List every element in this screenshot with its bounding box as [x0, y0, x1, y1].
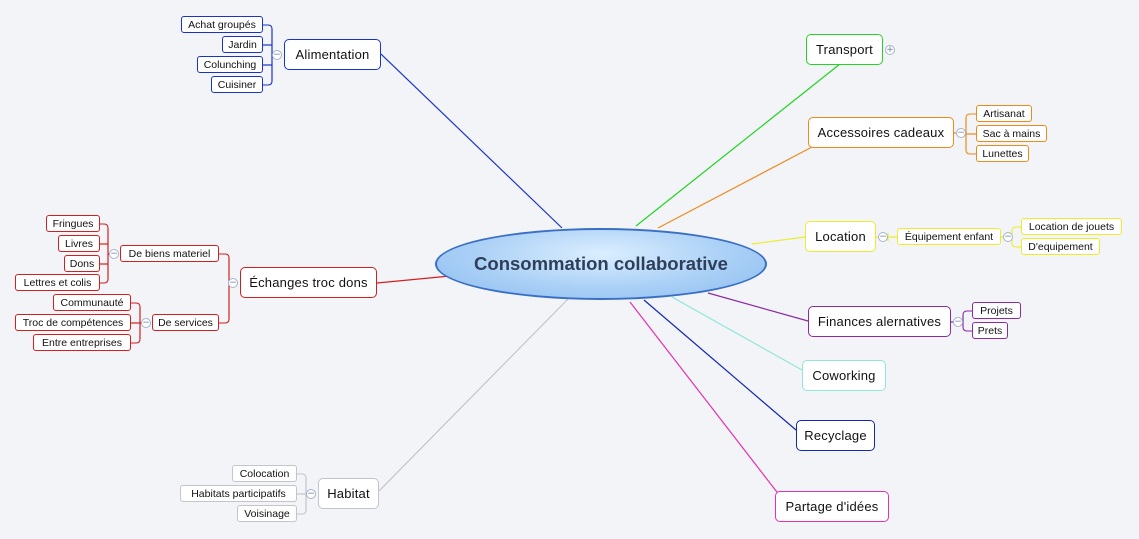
connector-bracket	[962, 326, 972, 332]
connector-bracket	[263, 24, 273, 30]
connector-line	[751, 236, 806, 245]
subtopic-projets[interactable]: Projets	[972, 302, 1021, 319]
collapse-toggle-alimentation[interactable]: −	[272, 49, 282, 60]
topic-partage-d-idees[interactable]: Partage d'idées	[775, 491, 889, 522]
subtopic-equipement-enfant[interactable]: Équipement enfant	[897, 228, 1001, 245]
subtopic-habitats-participatifs[interactable]: Habitats participatifs	[180, 485, 297, 502]
connector-line	[657, 146, 813, 229]
subtopic-d-equipement[interactable]: D'equipement	[1021, 238, 1100, 255]
topic-alimentation[interactable]: Alimentation	[284, 39, 381, 70]
connector-bracket	[297, 509, 307, 515]
connector-line	[671, 296, 803, 371]
subtopic-communaute[interactable]: Communauté	[53, 294, 131, 311]
connector-bracket	[219, 253, 230, 259]
subtopic-dons[interactable]: Dons	[64, 255, 100, 272]
collapse-toggle-location[interactable]: −	[878, 231, 888, 242]
subtopic-voisinage[interactable]: Voisinage	[237, 505, 297, 522]
connector-bracket	[1011, 242, 1021, 248]
subtopic-fringues[interactable]: Fringues	[46, 215, 100, 232]
topic-accessoires-cadeaux[interactable]: Accessoires cadeaux	[808, 117, 954, 148]
connector-bracket	[965, 113, 976, 119]
collapse-toggle-de-services[interactable]: −	[141, 317, 151, 328]
connector-bracket	[100, 278, 109, 284]
connector-bracket	[100, 223, 109, 229]
subtopic-colocation[interactable]: Colocation	[232, 465, 297, 482]
subtopic-prets[interactable]: Prets	[972, 322, 1008, 339]
topic-coworking[interactable]: Coworking	[802, 360, 886, 391]
topic-habitat[interactable]: Habitat	[318, 478, 379, 509]
connector-bracket	[962, 310, 972, 316]
subtopic-lunettes[interactable]: Lunettes	[976, 145, 1029, 162]
connector-line	[378, 298, 569, 492]
subtopic-sac-a-mains[interactable]: Sac à mains	[976, 125, 1047, 142]
topic-echanges-troc-dons[interactable]: Échanges troc dons	[240, 267, 377, 298]
subtopic-achat-groupes[interactable]: Achat groupés	[181, 16, 263, 33]
subtopic-troc-de-competences[interactable]: Troc de compétences	[15, 314, 131, 331]
subtopic-entre-entreprises[interactable]: Entre entreprises	[33, 334, 131, 351]
subtopic-artisanat[interactable]: Artisanat	[976, 105, 1032, 122]
connector-line	[629, 301, 781, 497]
connector-bracket	[297, 473, 307, 479]
subtopic-livres[interactable]: Livres	[58, 235, 100, 252]
subtopic-cuisiner[interactable]: Cuisiner	[211, 76, 263, 93]
collapse-toggle-de-biens-materiel[interactable]: −	[109, 248, 119, 259]
connector-bracket	[131, 338, 141, 344]
connector-bracket	[263, 80, 273, 86]
subtopic-de-biens-materiel[interactable]: De biens materiel	[120, 245, 219, 262]
connector-line	[380, 53, 563, 229]
connector-bracket	[131, 302, 141, 308]
collapse-toggle-finances[interactable]: −	[953, 316, 963, 327]
connector-bracket	[219, 318, 230, 324]
expand-toggle-transport[interactable]: +	[885, 44, 895, 55]
connector-bracket	[965, 149, 976, 155]
topic-finances-alernatives[interactable]: Finances alernatives	[808, 306, 951, 337]
connector-line	[376, 275, 451, 284]
central-topic[interactable]: Consommation collaborative	[435, 228, 767, 300]
connector-line	[643, 299, 797, 431]
collapse-toggle-echanges[interactable]: −	[228, 277, 238, 288]
collapse-toggle-accessoires[interactable]: −	[956, 127, 966, 138]
collapse-toggle-equipement-enfant[interactable]: −	[1003, 231, 1013, 242]
connector-bracket	[1011, 226, 1021, 232]
connector-line	[707, 292, 809, 322]
subtopic-location-de-jouets[interactable]: Location de jouets	[1021, 218, 1122, 235]
subtopic-lettres-et-colis[interactable]: Lettres et colis	[15, 274, 100, 291]
topic-transport[interactable]: Transport	[806, 34, 883, 65]
topic-location[interactable]: Location	[805, 221, 876, 252]
topic-recyclage[interactable]: Recyclage	[796, 420, 875, 451]
collapse-toggle-habitat[interactable]: −	[306, 488, 316, 499]
connector-line	[635, 63, 841, 227]
subtopic-de-services[interactable]: De services	[152, 314, 219, 331]
subtopic-jardin[interactable]: Jardin	[222, 36, 263, 53]
subtopic-colunching[interactable]: Colunching	[197, 56, 263, 73]
